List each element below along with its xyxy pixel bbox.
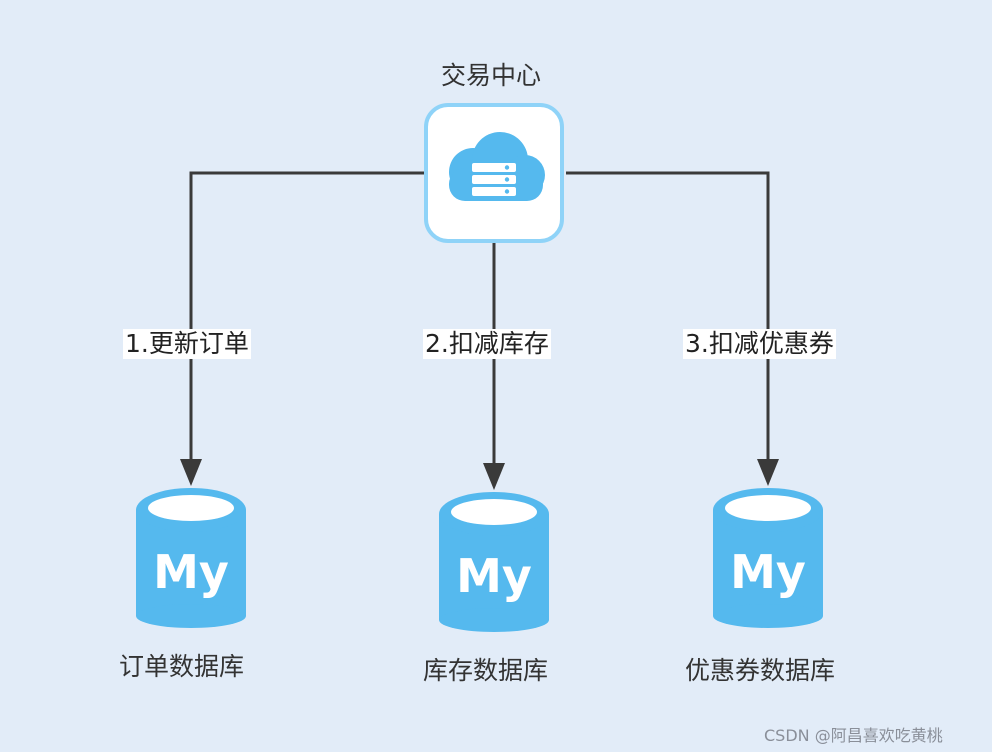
db-logo-text: My bbox=[456, 549, 532, 603]
database-label-inventory: 库存数据库 bbox=[423, 656, 549, 685]
watermark: CSDN @阿昌喜欢吃黄桃 bbox=[764, 726, 943, 745]
edge-label-order: 1.更新订单 bbox=[123, 329, 251, 360]
db-logo-text: My bbox=[153, 545, 229, 599]
mysql-database-icon: My bbox=[713, 488, 823, 628]
database-label-order: 订单数据库 bbox=[119, 652, 245, 681]
database-coupon-node[interactable]: My bbox=[713, 488, 823, 628]
hub-title: 交易中心 bbox=[441, 61, 542, 90]
db-logo-text: My bbox=[730, 545, 806, 599]
hub-node[interactable] bbox=[424, 103, 564, 243]
mysql-database-icon: My bbox=[136, 488, 246, 628]
mysql-database-icon: My bbox=[439, 492, 549, 632]
database-inventory-node[interactable]: My bbox=[439, 492, 549, 632]
edge-label-coupon: 3.扣减优惠券 bbox=[683, 329, 836, 360]
database-label-coupon: 优惠券数据库 bbox=[685, 656, 836, 685]
connector-coupon bbox=[566, 171, 770, 462]
arrowhead-order bbox=[180, 459, 202, 486]
cloud-server-icon bbox=[449, 132, 545, 201]
connector-order bbox=[189, 171, 424, 462]
database-order-node[interactable]: My bbox=[136, 488, 246, 628]
arrowhead-inventory bbox=[483, 463, 505, 490]
edge-label-inventory: 2.扣减库存 bbox=[423, 329, 551, 360]
arrowhead-coupon bbox=[757, 459, 779, 486]
arrowheads bbox=[180, 459, 779, 490]
